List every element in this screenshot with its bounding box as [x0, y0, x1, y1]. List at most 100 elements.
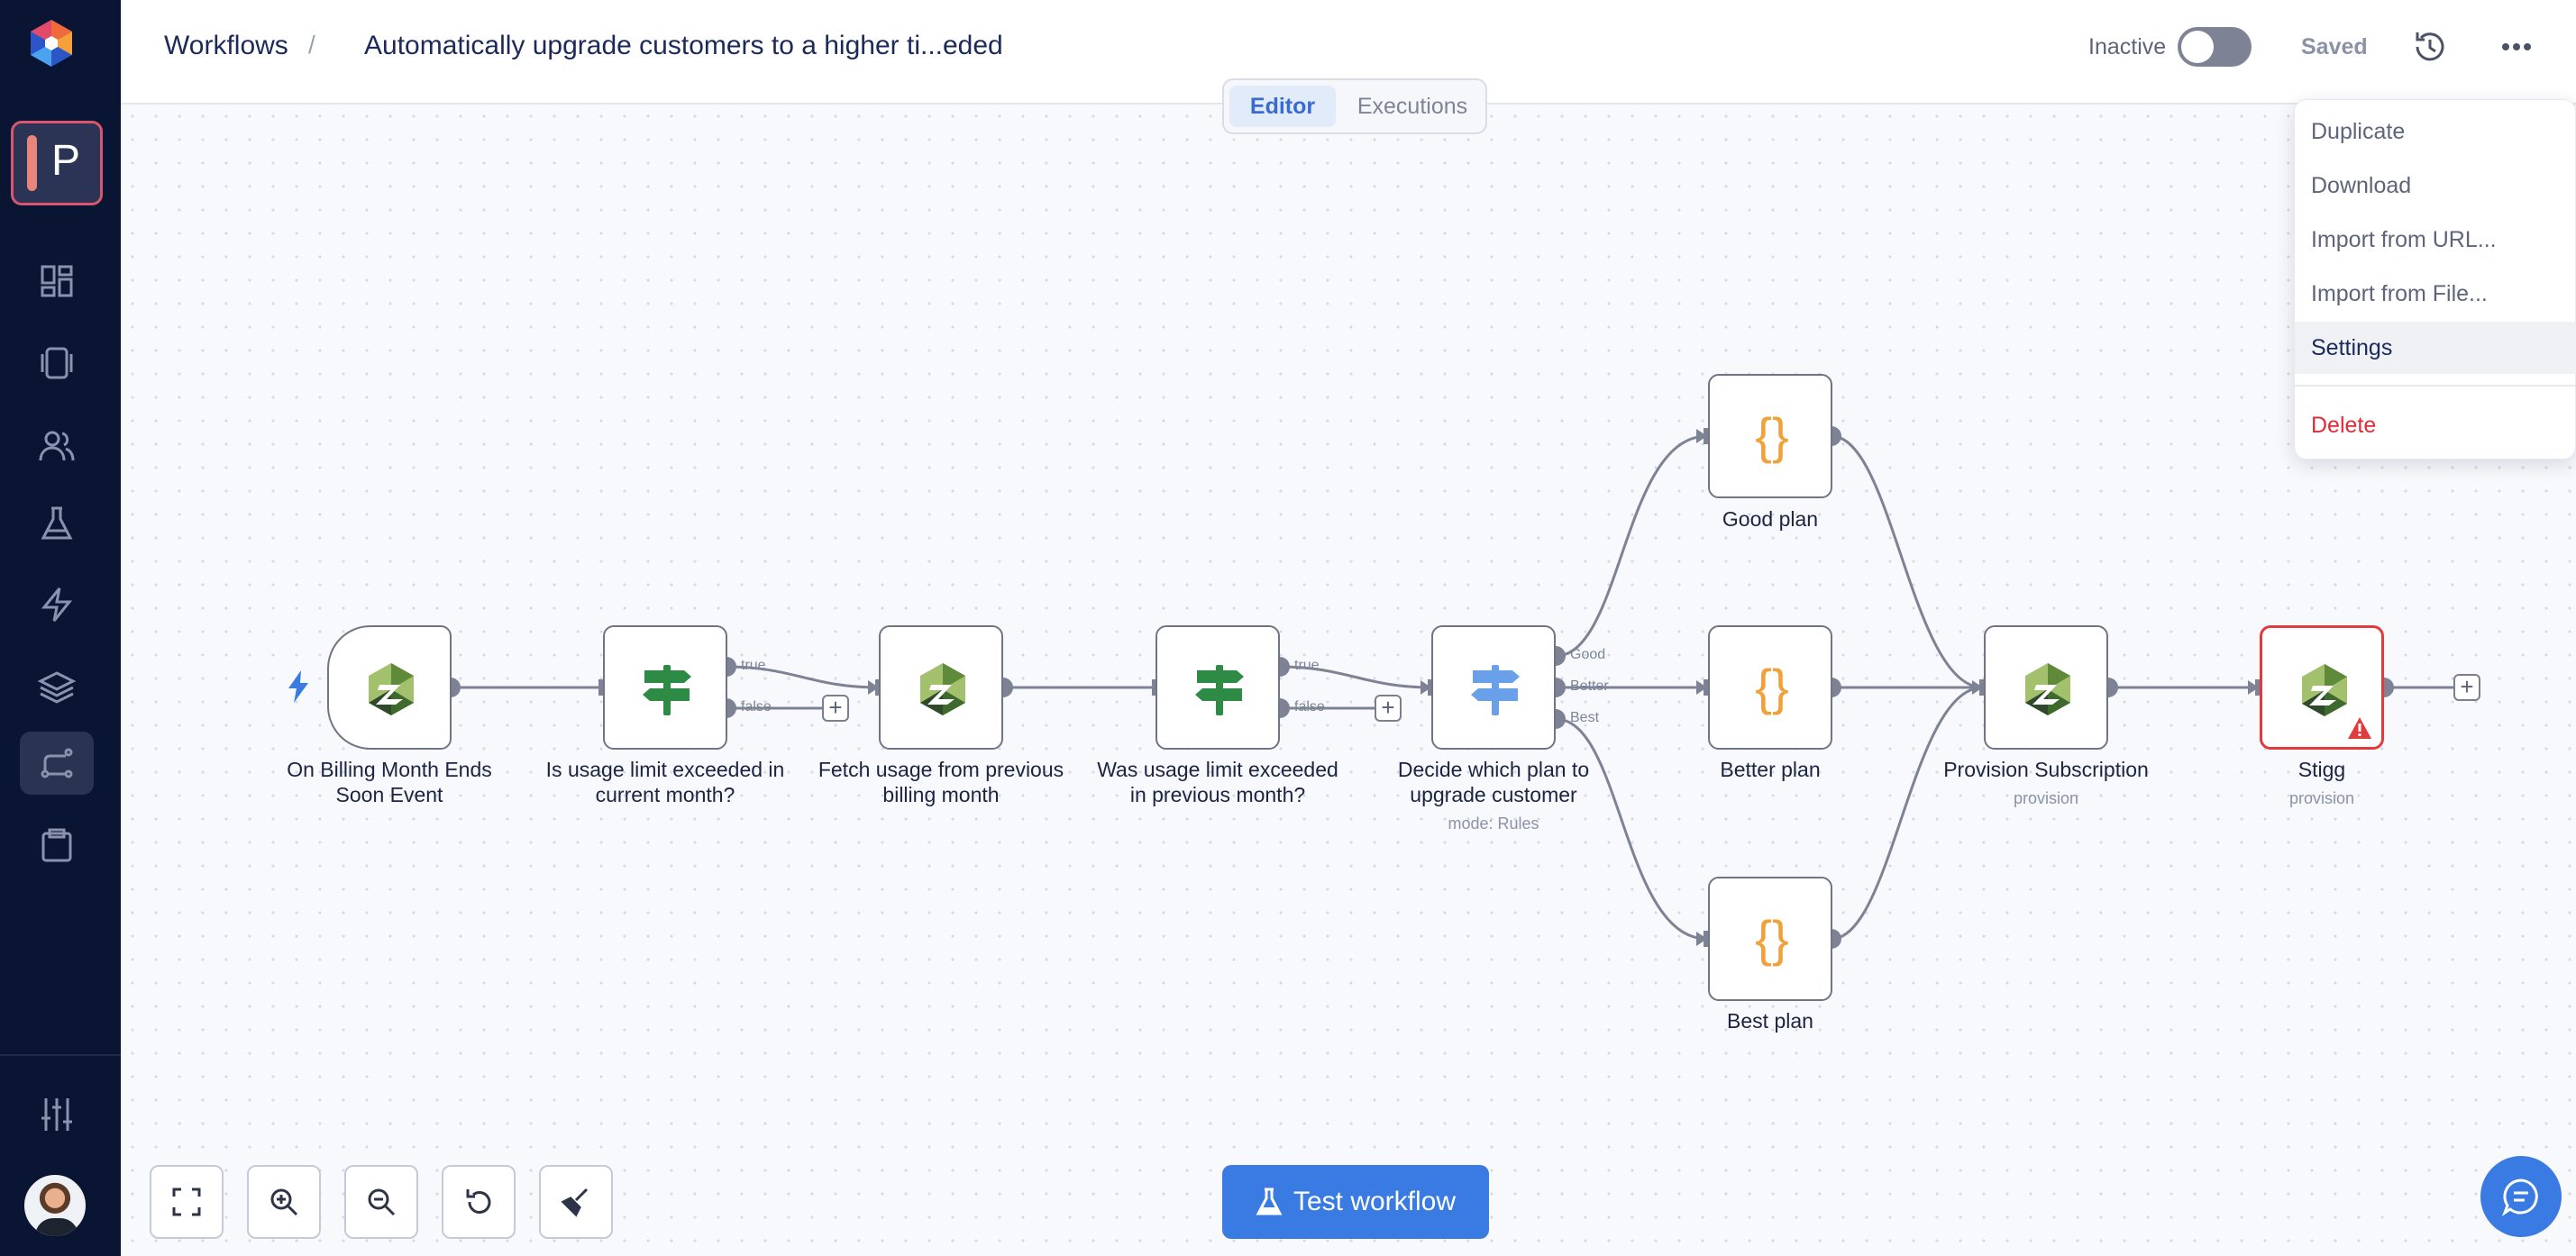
tab-executions[interactable]: Executions	[1357, 94, 1468, 119]
node-switch-plan[interactable]	[1431, 625, 1556, 750]
workflow-title[interactable]: Automatically upgrade customers to a hig…	[364, 31, 1003, 60]
stigg-logo-icon	[2025, 663, 2070, 715]
clipboard-icon	[41, 828, 72, 862]
sidebar-divider	[0, 1054, 121, 1056]
test-icon	[41, 506, 73, 540]
events-icon	[41, 587, 73, 622]
reset-zoom-button[interactable]	[442, 1165, 516, 1239]
fit-view-icon	[172, 1188, 201, 1216]
zoom-in-icon	[270, 1188, 298, 1216]
active-toggle[interactable]	[2178, 27, 2252, 67]
nav-customers[interactable]	[20, 414, 94, 478]
node-label: Fetch usage from previous	[818, 758, 1064, 781]
node-label: Was usage limit exceeded	[1097, 758, 1338, 781]
code-braces-icon: {}	[1755, 910, 1788, 967]
menu-item-import-url[interactable]: Import from URL...	[2311, 227, 2497, 252]
tidy-up-icon	[561, 1188, 589, 1217]
breadcrumb-workflows[interactable]: Workflows	[164, 31, 288, 60]
menu-divider	[2295, 385, 2576, 387]
node-label: Decide which plan to	[1397, 758, 1590, 781]
node-label: Provision Subscription	[1943, 758, 2149, 781]
node-if-previous-month[interactable]	[1156, 625, 1280, 750]
code-braces-icon: {}	[1755, 659, 1788, 715]
menu-item-download[interactable]: Download	[2311, 173, 2412, 198]
reset-zoom-icon	[466, 1189, 491, 1214]
test-workflow-label: Test workflow	[1293, 1187, 1457, 1216]
more-options-button[interactable]	[2497, 27, 2536, 67]
layers-icon	[37, 671, 77, 704]
project-switcher[interactable]: P	[11, 121, 103, 205]
node-label: in previous month?	[1129, 783, 1306, 806]
toggle-knob	[2181, 31, 2214, 63]
save-state: Saved	[2301, 34, 2368, 59]
project-color-stripe	[27, 135, 37, 191]
node-label: billing month	[882, 783, 1000, 806]
breadcrumb-separator: /	[308, 31, 315, 59]
app-logo-icon[interactable]	[24, 16, 78, 70]
node-good-plan[interactable]: {}	[1708, 374, 1832, 498]
node-fetch-usage[interactable]	[879, 625, 1003, 750]
zoom-in-button[interactable]	[247, 1165, 321, 1239]
if-signpost-icon	[1195, 665, 1244, 715]
trigger-bolt-icon	[288, 670, 308, 703]
node-label: upgrade customer	[1410, 783, 1577, 806]
test-workflow-button[interactable]: Test workflow	[1222, 1165, 1489, 1239]
port-label-good: Good	[1570, 647, 1606, 662]
node-subtitle: provision	[2288, 789, 2355, 807]
switch-signpost-icon	[1471, 665, 1520, 715]
avatar[interactable]	[23, 1173, 87, 1238]
users-icon	[39, 431, 75, 461]
node-best-plan[interactable]: {}	[1708, 877, 1832, 1001]
node-label: current month?	[595, 783, 735, 806]
nav-changelog[interactable]	[20, 815, 94, 878]
add-node-button[interactable]: +	[822, 695, 849, 722]
stigg-logo-icon	[369, 663, 414, 715]
nav-experiments[interactable]	[20, 492, 94, 555]
node-label: Best plan	[1727, 1009, 1813, 1033]
history-icon[interactable]	[2410, 27, 2450, 67]
node-subtitle: provision	[2013, 789, 2079, 807]
dot-icon	[2524, 43, 2531, 50]
settings-sliders-icon	[41, 1098, 72, 1131]
sidebar: P	[0, 0, 121, 1256]
nav-events[interactable]	[20, 573, 94, 636]
project-initial: P	[51, 137, 81, 185]
node-subtitle: mode: Rules	[1448, 815, 1539, 833]
menu-item-delete[interactable]: Delete	[2311, 413, 2377, 438]
node-label: Is usage limit exceeded in	[545, 758, 785, 781]
zoom-out-button[interactable]	[344, 1165, 418, 1239]
add-node-button[interactable]: +	[2453, 674, 2480, 701]
dashboard-icon	[41, 265, 73, 297]
stigg-logo-icon	[2302, 664, 2347, 716]
node-stigg[interactable]	[2260, 625, 2384, 750]
node-provision-subscription[interactable]	[1984, 625, 2108, 750]
node-trigger[interactable]	[327, 625, 452, 750]
tab-editor[interactable]: Editor	[1229, 86, 1336, 127]
fit-view-button[interactable]	[150, 1165, 224, 1239]
menu-item-settings[interactable]: Settings	[2295, 322, 2576, 374]
code-braces-icon: {}	[1755, 407, 1788, 464]
port-label-best: Best	[1570, 710, 1600, 725]
tidy-up-button[interactable]	[539, 1165, 613, 1239]
node-if-current-month[interactable]	[603, 625, 727, 750]
status-label: Inactive	[2088, 34, 2167, 59]
warning-icon[interactable]	[2347, 716, 2372, 740]
svg-text:{}: {}	[1755, 659, 1788, 715]
view-tabs: Editor Executions	[1222, 78, 1487, 134]
workflow-canvas[interactable]	[121, 105, 2576, 1256]
node-better-plan[interactable]: {}	[1708, 625, 1832, 750]
port-label-false: false	[1294, 699, 1325, 714]
add-node-button[interactable]: +	[1375, 695, 1402, 722]
port-label-true: true	[741, 658, 766, 673]
node-label: On Billing Month Ends	[287, 758, 492, 781]
menu-item-import-file[interactable]: Import from File...	[2311, 281, 2488, 306]
flask-icon	[1256, 1188, 1283, 1215]
chat-button[interactable]	[2480, 1156, 2562, 1237]
nav-dashboard[interactable]	[20, 250, 94, 313]
nav-workflows[interactable]	[20, 732, 94, 795]
menu-item-duplicate[interactable]: Duplicate	[2311, 119, 2406, 144]
nav-settings[interactable]	[20, 1083, 94, 1146]
nav-products[interactable]	[20, 656, 94, 719]
node-label: Stigg	[2297, 758, 2346, 781]
nav-templates[interactable]	[20, 332, 94, 395]
